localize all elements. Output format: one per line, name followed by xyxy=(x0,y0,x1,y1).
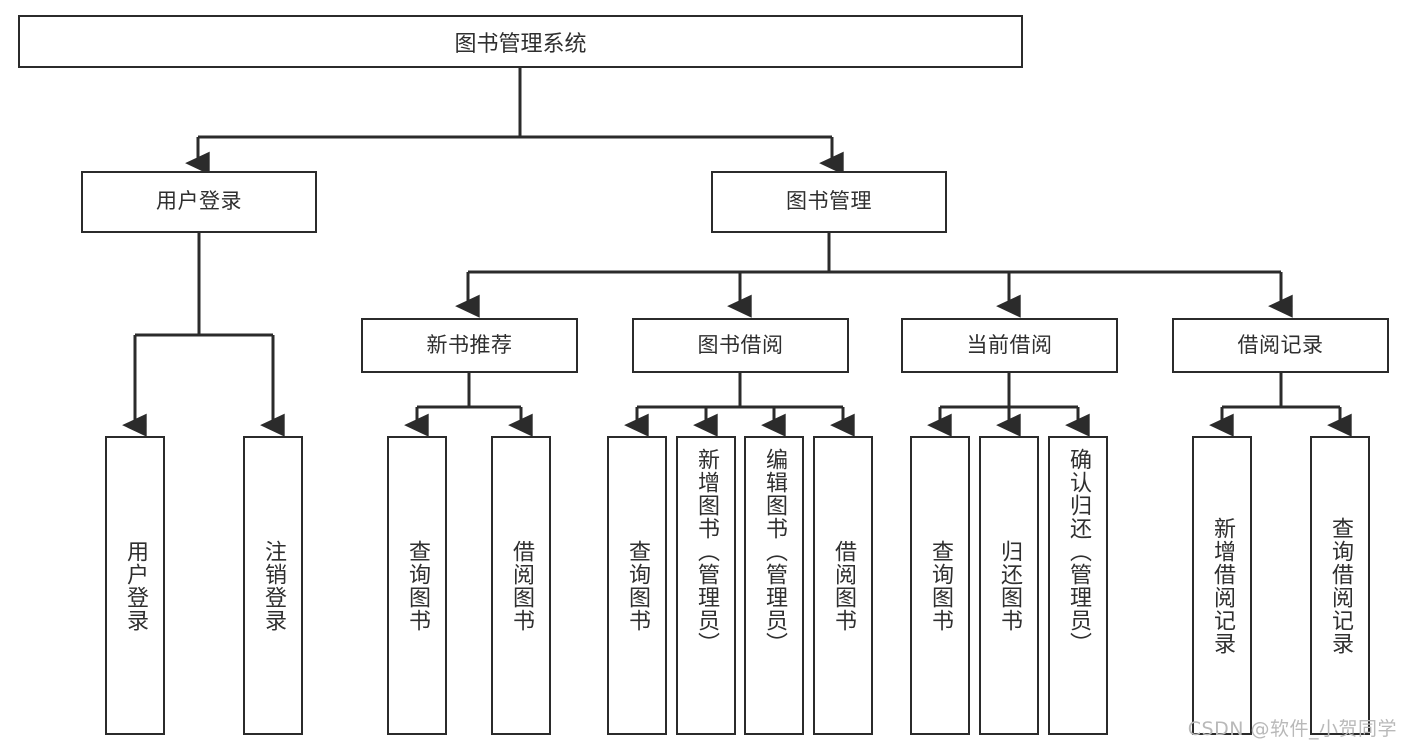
node-book-management-label: 图书管理 xyxy=(786,189,872,214)
leaf-user-login-label: 用户登录 xyxy=(122,539,148,632)
leaf-add-book-admin[interactable]: 新增图书（管理员） xyxy=(676,436,736,735)
node-user-login[interactable]: 用户登录 xyxy=(81,171,317,233)
leaf-return-book[interactable]: 归还图书 xyxy=(979,436,1039,735)
leaf-add-book-admin-inner: 新增图书（管理员） xyxy=(680,448,732,723)
leaf-edit-book-admin-inner: 编辑图书（管理员） xyxy=(748,448,800,723)
leaf-new-book-query[interactable]: 查询图书 xyxy=(387,436,447,735)
node-book-management[interactable]: 图书管理 xyxy=(711,171,947,233)
node-new-book-recommend-label: 新书推荐 xyxy=(426,332,513,357)
leaf-borrow-query-book-label: 查询图书 xyxy=(624,539,650,632)
node-borrow-record-label: 借阅记录 xyxy=(1237,332,1324,357)
node-root[interactable]: 图书管理系统 xyxy=(18,15,1023,68)
leaf-new-book-query-inner: 查询图书 xyxy=(391,448,443,723)
leaf-new-book-borrow[interactable]: 借阅图书 xyxy=(491,436,551,735)
leaf-borrow-query-book[interactable]: 查询图书 xyxy=(607,436,667,735)
leaf-current-query-book[interactable]: 查询图书 xyxy=(910,436,970,735)
leaf-user-logout-inner: 注销登录 xyxy=(247,448,299,723)
node-root-label: 图书管理系统 xyxy=(454,31,587,57)
node-user-login-label: 用户登录 xyxy=(156,189,242,214)
leaf-edit-book-admin[interactable]: 编辑图书（管理员） xyxy=(744,436,804,735)
leaf-return-book-inner: 归还图书 xyxy=(983,448,1035,723)
leaf-new-book-borrow-inner: 借阅图书 xyxy=(495,448,547,723)
leaf-query-borrow-record-inner: 查询借阅记录 xyxy=(1314,448,1366,723)
node-book-borrow-label: 图书借阅 xyxy=(697,332,784,357)
leaf-user-logout[interactable]: 注销登录 xyxy=(243,436,303,735)
leaf-query-borrow-record[interactable]: 查询借阅记录 xyxy=(1310,436,1370,735)
leaf-confirm-return-admin-label: 确认归还（管理员） xyxy=(1065,448,1091,655)
leaf-borrow-query-book-inner: 查询图书 xyxy=(611,448,663,723)
node-book-borrow[interactable]: 图书借阅 xyxy=(632,318,849,373)
leaf-user-logout-label: 注销登录 xyxy=(260,539,286,632)
node-new-book-recommend[interactable]: 新书推荐 xyxy=(361,318,578,373)
leaf-new-book-borrow-label: 借阅图书 xyxy=(508,539,534,632)
leaf-query-borrow-record-label: 查询借阅记录 xyxy=(1327,516,1353,655)
csdn-watermark: CSDN @软件_小贺同学 xyxy=(1187,718,1397,740)
node-current-borrow[interactable]: 当前借阅 xyxy=(901,318,1118,373)
leaf-user-login[interactable]: 用户登录 xyxy=(105,436,165,735)
leaf-add-borrow-record[interactable]: 新增借阅记录 xyxy=(1192,436,1252,735)
leaf-user-login-inner: 用户登录 xyxy=(109,448,161,723)
leaf-borrow-book-inner: 借阅图书 xyxy=(817,448,869,723)
leaf-borrow-book[interactable]: 借阅图书 xyxy=(813,436,873,735)
leaf-new-book-query-label: 查询图书 xyxy=(404,539,430,632)
node-borrow-record[interactable]: 借阅记录 xyxy=(1172,318,1389,373)
leaf-add-borrow-record-label: 新增借阅记录 xyxy=(1209,516,1235,655)
leaf-return-book-label: 归还图书 xyxy=(996,539,1022,632)
leaf-confirm-return-admin-inner: 确认归还（管理员） xyxy=(1052,448,1104,723)
leaf-borrow-book-label: 借阅图书 xyxy=(830,539,856,632)
leaf-confirm-return-admin[interactable]: 确认归还（管理员） xyxy=(1048,436,1108,735)
leaf-add-book-admin-label: 新增图书（管理员） xyxy=(693,448,719,655)
leaf-current-query-book-inner: 查询图书 xyxy=(914,448,966,723)
node-current-borrow-label: 当前借阅 xyxy=(966,332,1053,357)
leaf-add-borrow-record-inner: 新增借阅记录 xyxy=(1196,448,1248,723)
leaf-edit-book-admin-label: 编辑图书（管理员） xyxy=(761,448,787,655)
leaf-current-query-book-label: 查询图书 xyxy=(927,539,953,632)
